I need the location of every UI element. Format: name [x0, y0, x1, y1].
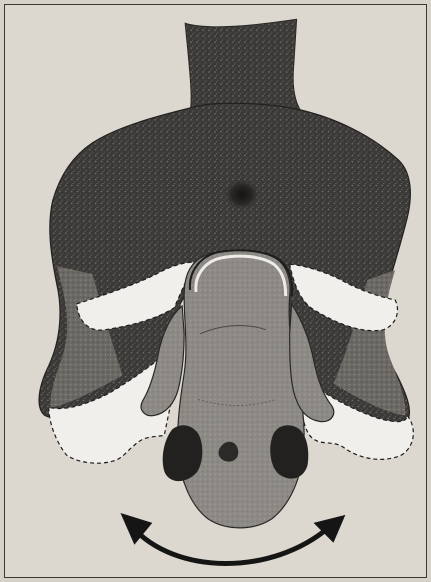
- right-dark-patch: [270, 425, 308, 478]
- anatomical-illustration: [5, 5, 426, 577]
- illustration-frame: [4, 4, 427, 578]
- navel-mark: [224, 179, 260, 211]
